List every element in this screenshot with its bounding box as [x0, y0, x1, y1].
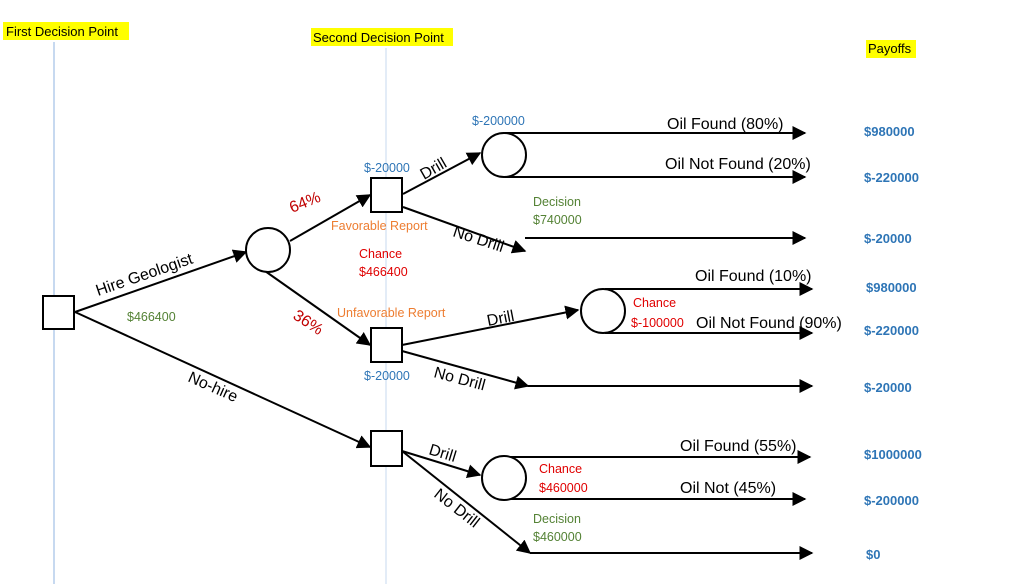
top-drill-chance-node — [481, 132, 527, 178]
outcome-oil-found-55: Oil Found (55%) — [680, 438, 797, 455]
drill-mid-label: Drill — [486, 308, 516, 330]
root-expected-value: $466400 — [127, 310, 176, 324]
payoffs-highlight — [866, 40, 916, 58]
unfavorable-branch-line — [264, 270, 372, 346]
nohire-branch-line — [74, 311, 372, 449]
hire-branch-line — [74, 249, 248, 313]
payoff-6: $-20000 — [864, 380, 912, 395]
top-decision-value: $740000 — [533, 213, 582, 227]
report-chance-node — [245, 227, 291, 273]
nodrill-mid-label: No Drill — [432, 364, 487, 394]
outcome-oil-not-found-20: Oil Not Found (20%) — [665, 156, 811, 173]
favorable-cost: $-20000 — [364, 161, 410, 175]
favorable-branch-line — [289, 194, 372, 242]
payoff-4: $980000 — [866, 280, 917, 295]
drill-top-label: Drill — [418, 155, 450, 183]
first-decision-header: First Decision Point — [6, 24, 118, 39]
first-decision-highlight — [3, 22, 129, 40]
nodrill-bot-line — [401, 450, 532, 554]
second-decision-highlight — [311, 28, 453, 46]
drill-top-line — [402, 152, 482, 195]
payoff-9: $0 — [866, 547, 880, 562]
outcome-oil-not-45: Oil Not (45%) — [680, 480, 776, 497]
favorable-report-label: Favorable Report — [331, 219, 428, 233]
nodrill-top-line — [402, 206, 527, 254]
unfavorable-probability: 36% — [290, 307, 326, 339]
top-circle-cost: $-200000 — [472, 114, 525, 128]
nodrill-top-label: No Drill — [451, 224, 506, 256]
payoff-8: $-200000 — [864, 493, 919, 508]
drill-bot-label: Drill — [427, 442, 458, 466]
outcome-oil-found-80: Oil Found (80%) — [667, 116, 784, 133]
bot-drill-chance-node — [481, 455, 527, 501]
mid-chance-word: Chance — [633, 296, 676, 310]
bot-decision-word: Decision — [533, 512, 581, 526]
payoff-5: $-220000 — [864, 323, 919, 338]
second-decision-header: Second Decision Point — [313, 30, 444, 45]
report-chance-word: Chance — [359, 247, 402, 261]
drill-mid-line — [401, 305, 580, 346]
payoffs-header: Payoffs — [868, 41, 912, 56]
bot-decision-value: $460000 — [533, 530, 582, 544]
nodrill-mid-line — [401, 350, 530, 390]
outcome-oil-not-found-90: Oil Not Found (90%) — [696, 315, 842, 332]
unfavorable-decision-node — [370, 327, 403, 363]
favorable-probability: 64% — [287, 189, 323, 217]
unfavorable-cost: $-20000 — [364, 369, 410, 383]
payoff-2: $-220000 — [864, 170, 919, 185]
bot-chance-word: Chance — [539, 462, 582, 476]
payoff-7: $1000000 — [864, 447, 922, 462]
favorable-decision-node — [370, 177, 403, 213]
mid-chance-value: $-100000 — [631, 316, 684, 330]
unfavorable-report-label: Unfavorable Report — [337, 306, 446, 320]
mid-drill-chance-node — [580, 288, 626, 334]
nohire-decision-node — [370, 430, 403, 467]
drill-bot-line — [401, 450, 482, 478]
outcome-oil-found-10: Oil Found (10%) — [695, 268, 812, 285]
payoff-3: $-20000 — [864, 231, 912, 246]
bot-chance-value: $460000 — [539, 481, 588, 495]
report-chance-value: $466400 — [359, 265, 408, 279]
top-decision-word: Decision — [533, 195, 581, 209]
root-decision-node — [42, 295, 75, 330]
payoff-1: $980000 — [864, 124, 915, 139]
